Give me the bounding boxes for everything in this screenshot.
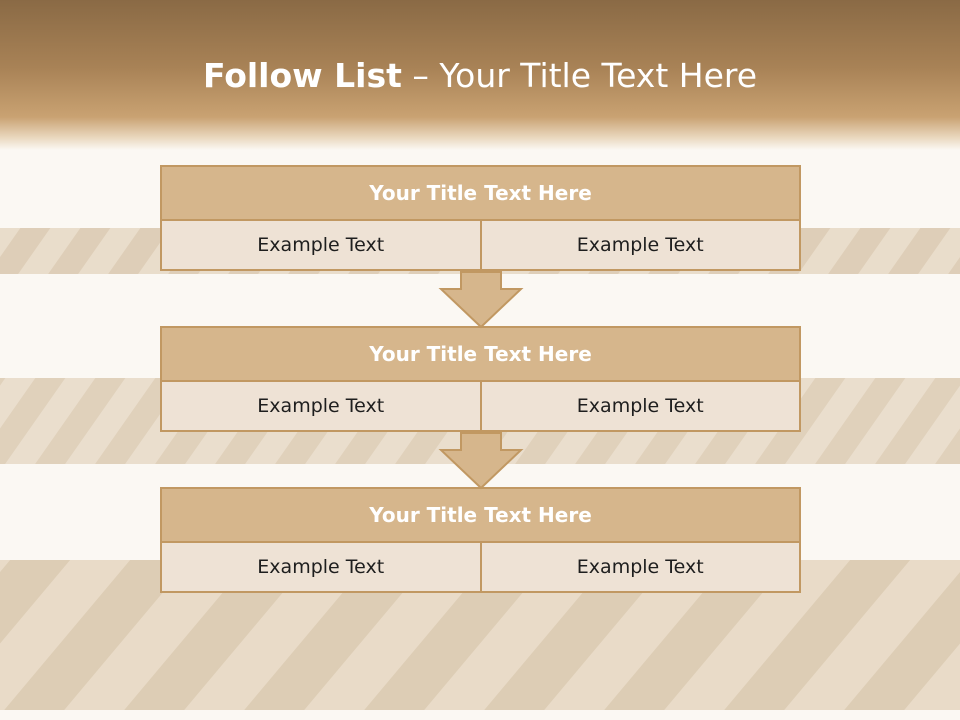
step-row: Example Text Example Text [160,543,801,593]
step-cell: Example Text [481,382,801,432]
step-cell: Example Text [481,543,801,593]
title-rest: – Your Title Text Here [401,56,758,95]
step-title: Your Title Text Here [160,326,801,382]
step-title: Your Title Text Here [160,487,801,543]
step-cell: Example Text [160,543,482,593]
step-block-1: Your Title Text Here Example Text Exampl… [160,165,801,271]
step-row: Example Text Example Text [160,221,801,271]
down-arrow-1 [438,271,524,329]
down-arrow-2 [438,432,524,490]
title-bold: Follow List [202,56,402,95]
step-cell: Example Text [160,221,482,271]
step-cell: Example Text [160,382,482,432]
step-title: Your Title Text Here [160,165,801,221]
slide-title: Follow List – Your Title Text Here [0,56,960,95]
step-row: Example Text Example Text [160,382,801,432]
step-block-2: Your Title Text Here Example Text Exampl… [160,326,801,432]
step-cell: Example Text [481,221,801,271]
step-block-3: Your Title Text Here Example Text Exampl… [160,487,801,593]
header-band [0,0,960,150]
